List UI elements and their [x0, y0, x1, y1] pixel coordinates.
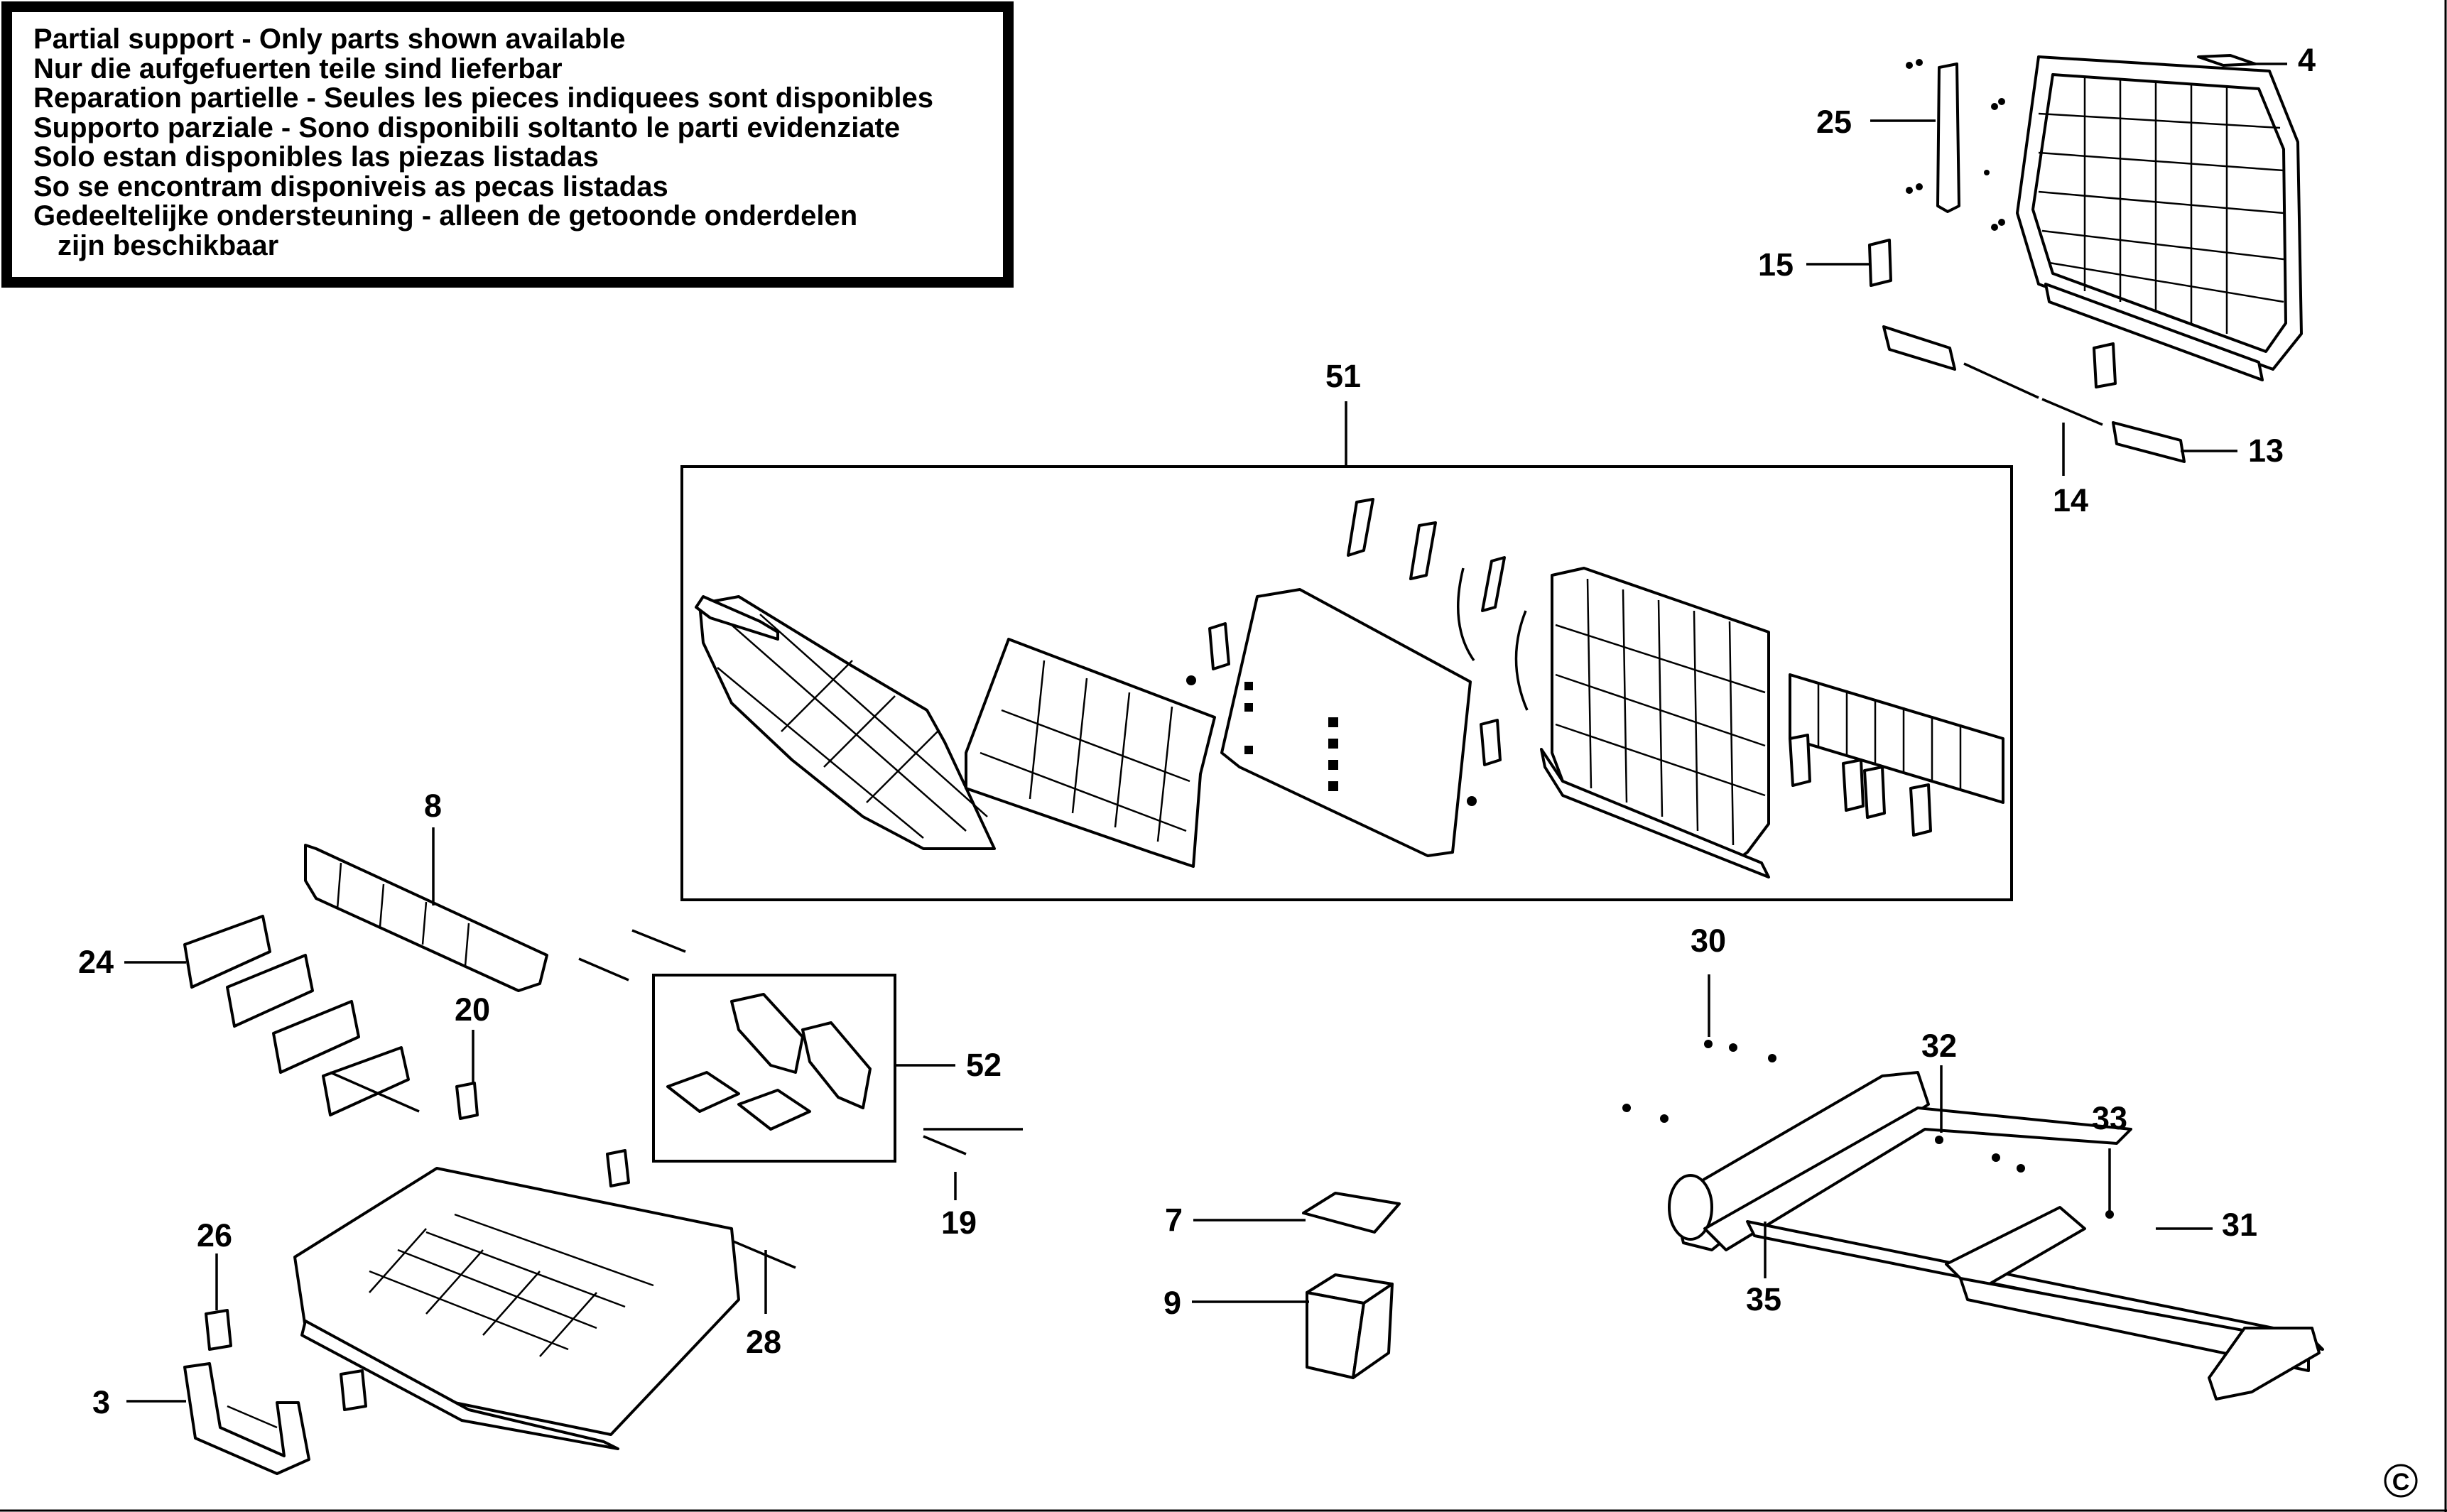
hinge-kit-52 [652, 974, 896, 1163]
callout-33: 33 [2092, 1100, 2127, 1136]
callout-30: 30 [1691, 923, 1726, 959]
callout-52: 52 [966, 1047, 1002, 1083]
notice-line-3: Reparation partielle - Seules les pieces… [33, 82, 934, 114]
callout-35: 35 [1746, 1281, 1781, 1317]
callout-15: 15 [1758, 246, 1794, 283]
organizer-kit-51 [680, 465, 2013, 901]
callout-4: 4 [2298, 42, 2316, 78]
callout-8: 8 [424, 788, 442, 824]
callout-51: 51 [1325, 358, 1361, 394]
notice-line-1: Partial support - Only parts shown avail… [33, 23, 626, 55]
base-assembly [183, 844, 1023, 1475]
cups [1302, 1192, 1401, 1379]
callout-25: 25 [1816, 104, 1852, 140]
notice-line-4: Supporto parziale - Sono disponibili sol… [33, 112, 901, 143]
trolley-assembly [1622, 1040, 2324, 1400]
notice-line-7: Gedeeltelijke ondersteuning - alleen de … [33, 200, 858, 232]
callout-14: 14 [2053, 482, 2088, 518]
notice-line-5: Solo estan disponibles las piezas listad… [33, 141, 599, 173]
availability-notice: Partial support - Only parts shown avail… [1, 1, 1014, 288]
callout-31: 31 [2222, 1207, 2257, 1243]
leader-lines [124, 62, 2287, 1403]
notice-line-2: Nur die aufgefuerten teile sind lieferba… [33, 53, 563, 85]
callout-26: 26 [197, 1217, 232, 1253]
callout-7: 7 [1165, 1202, 1183, 1238]
callout-20: 20 [455, 991, 490, 1028]
callout-28: 28 [746, 1324, 781, 1360]
copyright-icon: C [2384, 1464, 2418, 1498]
callout-19: 19 [941, 1204, 977, 1241]
callout-9: 9 [1163, 1285, 1181, 1321]
copyright-letter: C [2392, 1469, 2410, 1496]
callout-13: 13 [2248, 433, 2284, 469]
callout-3: 3 [92, 1384, 110, 1420]
notice-line-6: So se encontram disponiveis as pecas lis… [33, 170, 668, 202]
callout-32: 32 [1921, 1028, 1957, 1064]
lid-assembly [1868, 54, 2303, 463]
callout-24: 24 [78, 944, 114, 980]
notice-line-8: zijn beschikbaar [58, 229, 279, 261]
